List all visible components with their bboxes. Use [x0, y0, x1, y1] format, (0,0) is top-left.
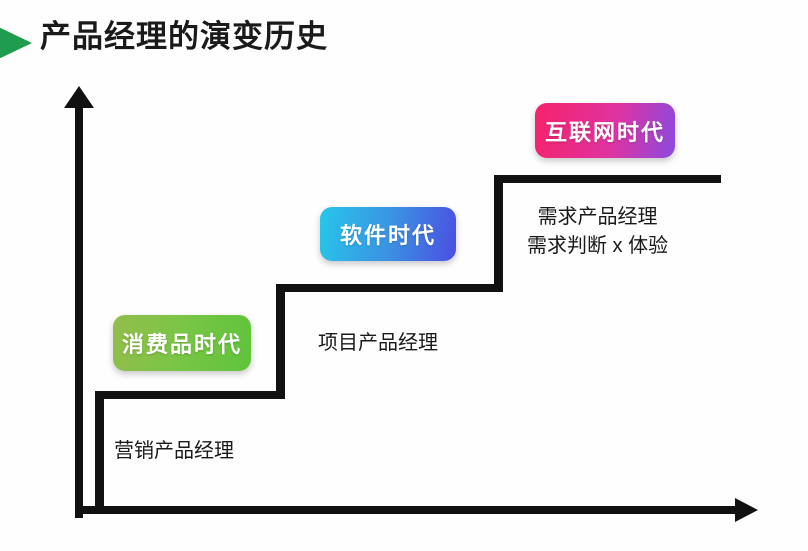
- role-label-demand: 需求产品经理 需求判断 x 体验: [527, 203, 668, 261]
- arrow-right-icon: [735, 498, 758, 522]
- step-riser-2: [276, 284, 285, 395]
- step-tread-1: [95, 391, 285, 399]
- arrow-up-icon: [64, 86, 94, 108]
- step-riser-1: [95, 391, 104, 514]
- step-tread-2: [276, 284, 503, 292]
- step-riser-3: [494, 175, 503, 288]
- role-label-marketing: 营销产品经理: [114, 440, 234, 462]
- role-label-project: 项目产品经理: [318, 332, 438, 354]
- role-label-demand-line-2: 需求判断 x 体验: [527, 235, 669, 257]
- era-badge-internet: 互联网时代: [535, 103, 675, 158]
- triangle-right-icon: [0, 22, 32, 64]
- era-badge-software: 软件时代: [320, 207, 456, 261]
- page-title: 产品经理的演变历史: [40, 19, 328, 54]
- era-badge-consumer: 消费品时代: [113, 315, 251, 371]
- step-tread-3: [494, 175, 721, 183]
- x-axis: [75, 506, 741, 514]
- y-axis: [75, 100, 83, 518]
- role-label-demand-line-1: 需求产品经理: [537, 206, 658, 228]
